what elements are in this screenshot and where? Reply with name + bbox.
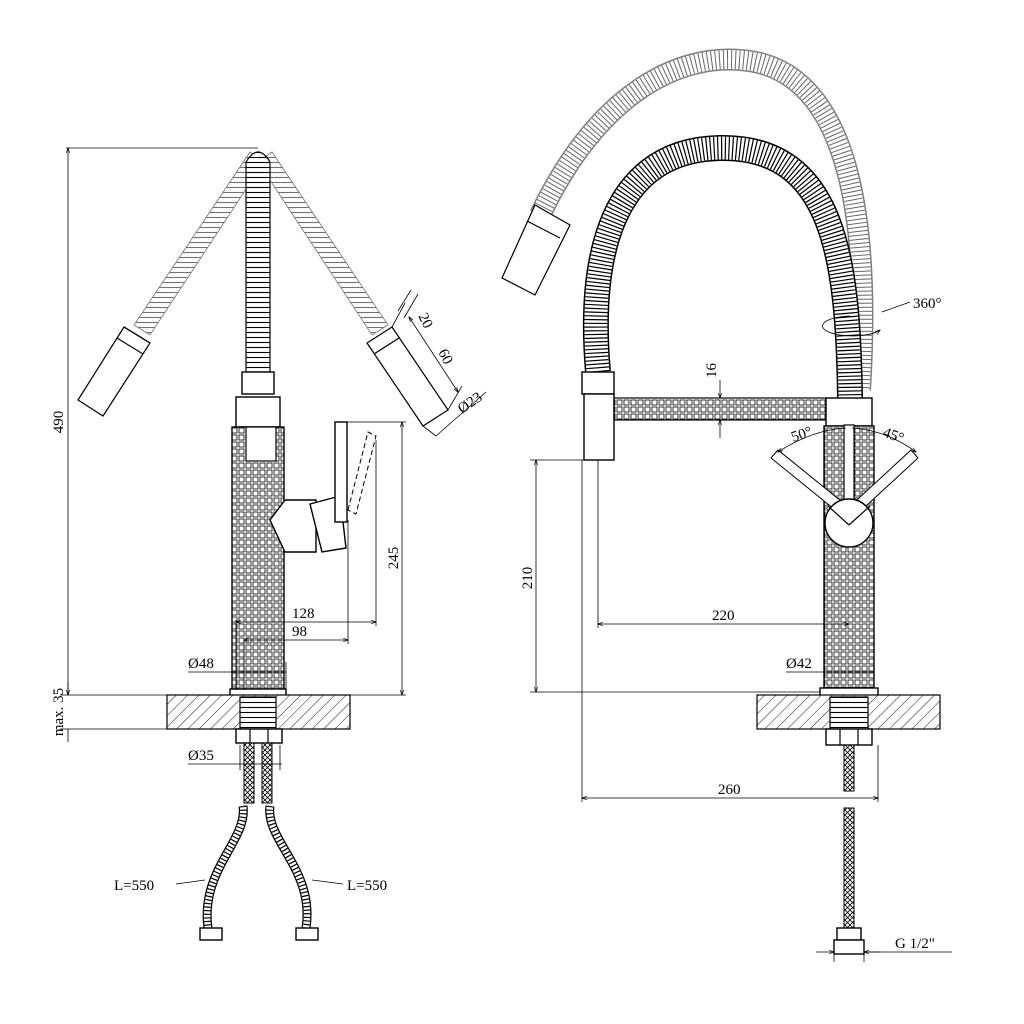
lever-ball xyxy=(824,498,874,548)
dim-d35: Ø35 xyxy=(188,748,214,764)
label-hose-length-right: L=550 xyxy=(347,878,387,894)
dim-220: 220 xyxy=(712,608,735,624)
hose-right-faded xyxy=(257,151,449,427)
dim-height-total: 490 xyxy=(51,411,67,434)
dim-max-35: max. 35 xyxy=(51,688,67,736)
dim-rotation-360: 360° xyxy=(913,296,942,312)
spout-head xyxy=(235,396,281,428)
dim-128: 128 xyxy=(292,606,315,622)
dim-210: 210 xyxy=(520,567,536,590)
connection-hose xyxy=(843,807,855,929)
dim-angle-45: 45° xyxy=(881,425,906,447)
dim-angle-50: 50° xyxy=(789,424,814,446)
dim-20: 20 xyxy=(414,311,435,332)
hose-collar xyxy=(241,371,275,395)
dim-thread-g12: G 1/2" xyxy=(895,936,935,952)
dim-d48: Ø48 xyxy=(188,656,214,672)
right-view: 50° 45° 360° G 1/2" 16 210 xyxy=(501,48,952,962)
dim-260: 260 xyxy=(718,782,741,798)
spout-arm xyxy=(613,397,827,421)
spray-head-right-view xyxy=(583,393,615,461)
faucet-body-left xyxy=(231,426,285,690)
label-hose-length-left: L=550 xyxy=(114,878,154,894)
dim-98: 98 xyxy=(292,624,307,640)
left-view: 490 max. 35 245 128 98 Ø48 Ø35 20 xyxy=(51,148,487,941)
hose-left-faded xyxy=(77,151,265,417)
dim-245: 245 xyxy=(386,547,402,570)
lever-handle xyxy=(269,421,377,553)
dim-16: 16 xyxy=(704,363,720,379)
dim-d42: Ø42 xyxy=(786,656,812,672)
dim-60: 60 xyxy=(434,347,455,368)
hose-vertical xyxy=(245,151,271,373)
dim-d23: Ø23 xyxy=(455,389,485,417)
